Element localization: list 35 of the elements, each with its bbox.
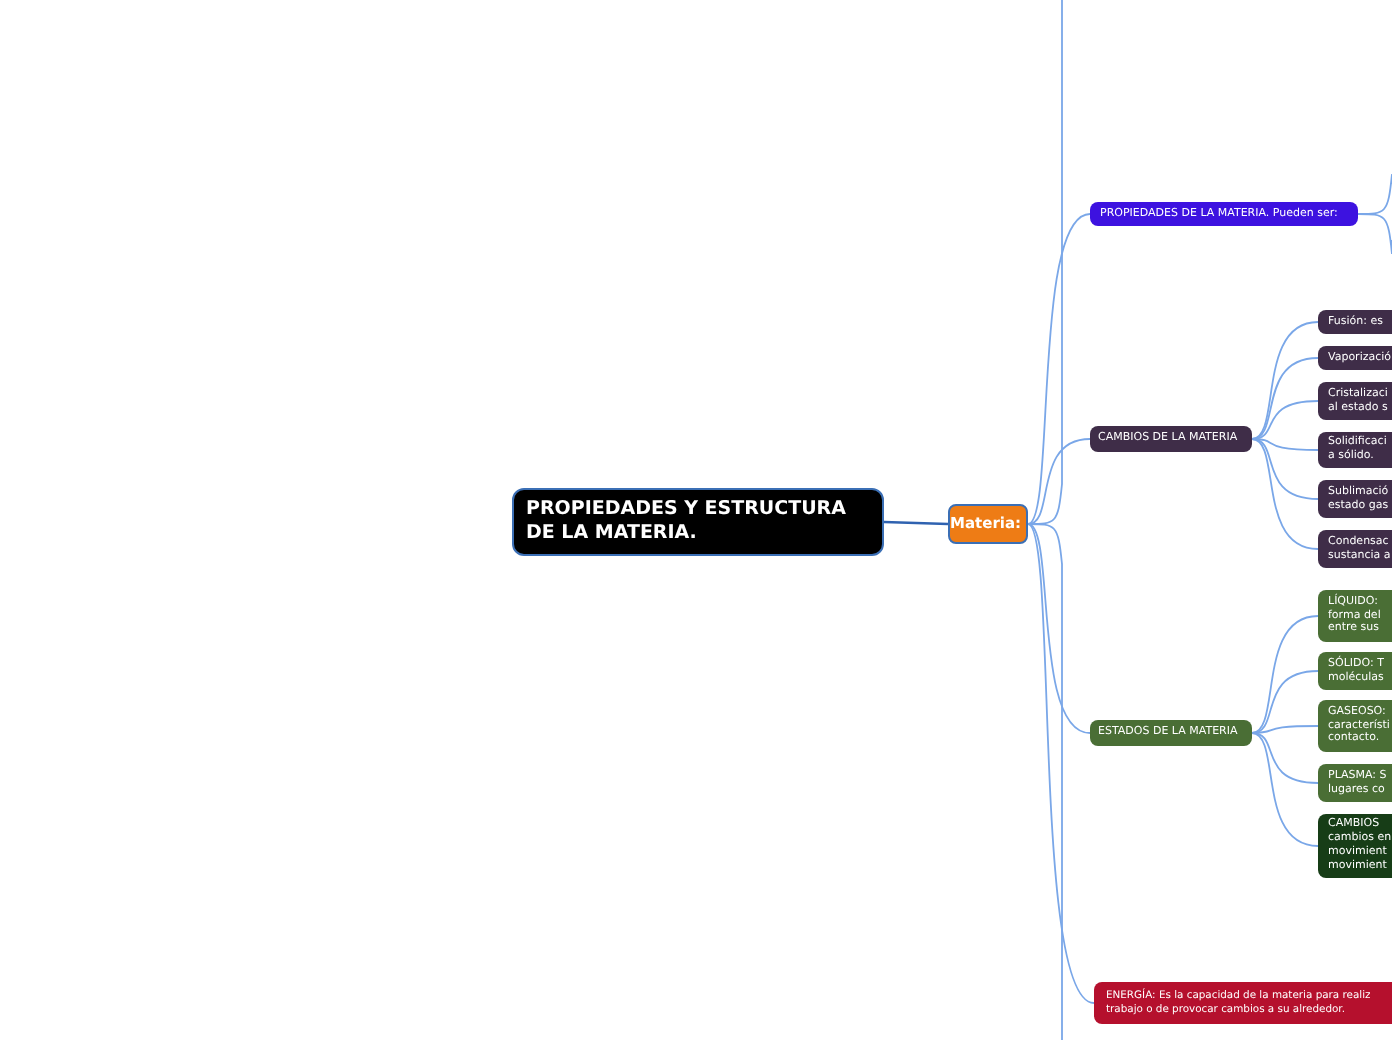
connector-line (883, 520, 949, 526)
branch-box (1094, 982, 1392, 1024)
connector-line (1027, 523, 1095, 1004)
branch-box (1090, 426, 1252, 452)
connector-line (1251, 732, 1319, 784)
subtopic-box (1318, 480, 1392, 518)
connector-line (1251, 357, 1319, 440)
connector-line (1357, 213, 1392, 255)
subtopic-box (1318, 530, 1392, 568)
subtopic-box (1318, 814, 1392, 878)
connector-line (1027, 523, 1063, 1040)
connector-line (1251, 615, 1319, 734)
subtopic-box (1318, 700, 1392, 752)
node-text: PROPIEDADES Y ESTRUCTURA DE LA MATERIA. (526, 498, 848, 546)
subtopic-box (1318, 590, 1392, 642)
branch-box (1090, 202, 1358, 226)
branch-box (1090, 720, 1252, 746)
connector-line (1251, 400, 1319, 440)
connector-line (1027, 438, 1091, 525)
subtopic-box (1318, 382, 1392, 420)
connector-line (1251, 438, 1319, 550)
subtopic-box (1318, 310, 1392, 334)
connector-line (1251, 725, 1319, 734)
connector-line (1251, 670, 1319, 734)
subtopic-box (1318, 652, 1392, 690)
connector-line (1027, 523, 1091, 734)
connector-line (1027, 213, 1091, 525)
subtopic-box (1318, 764, 1392, 802)
connector-line (1251, 321, 1319, 440)
title-box (512, 488, 884, 556)
topic-box (948, 504, 1028, 544)
subtopic-box (1318, 432, 1392, 468)
subtopic-box (1318, 346, 1392, 370)
connector-line (1251, 732, 1319, 847)
connector-line (1251, 438, 1319, 500)
